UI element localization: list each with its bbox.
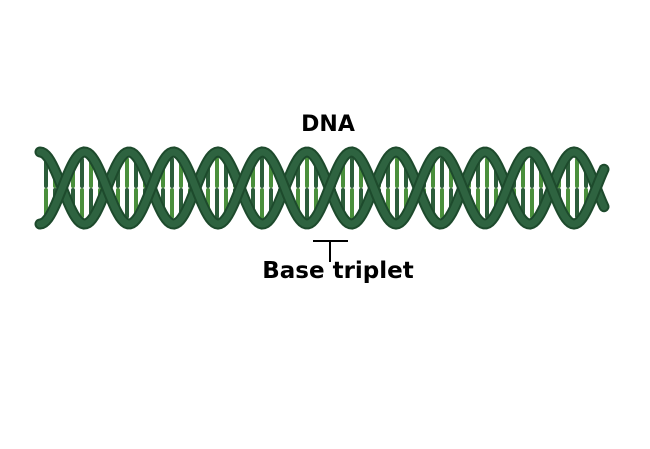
- base-triplet-bracket: [313, 240, 348, 262]
- strands: [34, 146, 610, 230]
- dna-title: DNA: [301, 112, 355, 137]
- base-triplet-label: Base triplet: [262, 258, 414, 284]
- strand-b: [36, 148, 608, 228]
